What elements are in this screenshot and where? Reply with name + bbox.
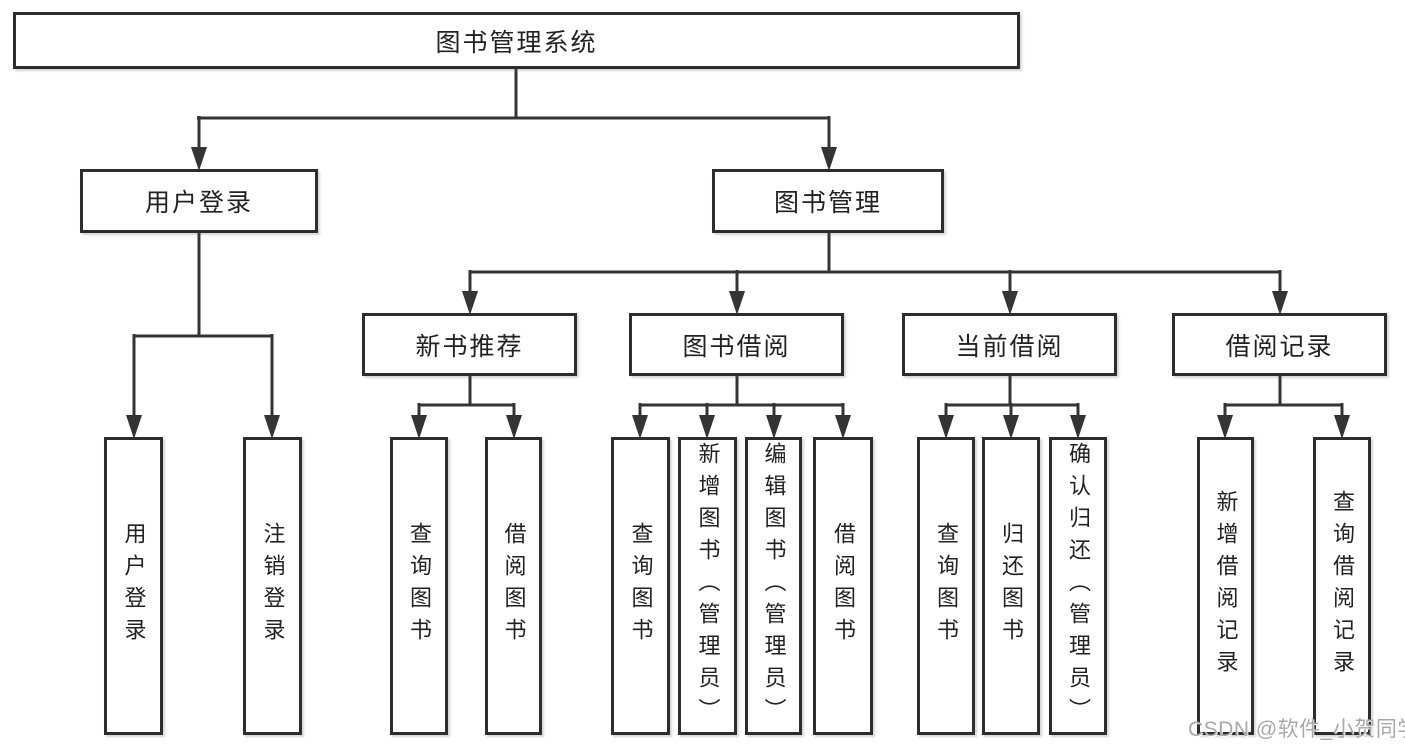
node-current-borrowing: 当前借阅 <box>902 313 1117 376</box>
node-book-management-branch: 图书管理 <box>712 169 944 233</box>
leaf-query-book: 查询图书 <box>390 437 448 735</box>
node-label: 新书推荐 <box>415 332 524 361</box>
node-label: 图书管理系统 <box>435 28 598 57</box>
leaf-user-login: 用户登录 <box>104 437 163 735</box>
leaf-confirm-return-admin: 确认归还（管理员） <box>1049 437 1107 735</box>
node-book-borrowing: 图书借阅 <box>629 313 844 376</box>
node-label: 确认归还（管理员） <box>1066 442 1091 730</box>
node-label: 当前借阅 <box>955 332 1064 361</box>
node-label: 查询图书 <box>407 522 432 650</box>
node-label: 新增图书（管理员） <box>695 442 721 730</box>
node-label: 用户登录 <box>121 522 147 650</box>
leaf-borrow-book: 借阅图书 <box>485 437 542 735</box>
node-label: 查询图书 <box>934 522 959 650</box>
csdn-watermark: CSDN @软件_小贺同学 <box>1188 718 1405 741</box>
node-label: 查询借阅记录 <box>1330 490 1355 682</box>
leaf-return-book: 归还图书 <box>982 437 1040 735</box>
node-label: 查询图书 <box>628 522 654 650</box>
node-library-management-system: 图书管理系统 <box>13 12 1020 69</box>
leaf-logout: 注销登录 <box>243 437 302 735</box>
node-new-book-recommend: 新书推荐 <box>362 313 577 376</box>
node-label: 归还图书 <box>999 522 1024 650</box>
leaf-query-borrow-record: 查询借阅记录 <box>1313 437 1371 735</box>
leaf-query-book: 查询图书 <box>917 437 975 735</box>
leaf-query-book: 查询图书 <box>611 437 670 735</box>
leaf-add-book-admin: 新增图书（管理员） <box>678 437 737 735</box>
node-label: 图书管理 <box>773 189 882 217</box>
leaf-add-borrow-record: 新增借阅记录 <box>1197 437 1254 735</box>
node-label: 新增借阅记录 <box>1213 490 1239 682</box>
node-label: 借阅记录 <box>1225 332 1334 361</box>
node-label: 编辑图书（管理员） <box>761 442 787 730</box>
node-user-login-branch: 用户登录 <box>80 169 318 233</box>
node-label: 图书借阅 <box>682 332 791 361</box>
leaf-edit-book-admin: 编辑图书（管理员） <box>745 437 802 735</box>
node-borrowing-records: 借阅记录 <box>1172 313 1387 376</box>
node-label: 借阅图书 <box>501 522 527 650</box>
leaf-borrow-book: 借阅图书 <box>813 437 873 735</box>
node-label: 借阅图书 <box>831 522 856 650</box>
node-label: 用户登录 <box>144 189 253 217</box>
node-label: 注销登录 <box>260 522 286 650</box>
